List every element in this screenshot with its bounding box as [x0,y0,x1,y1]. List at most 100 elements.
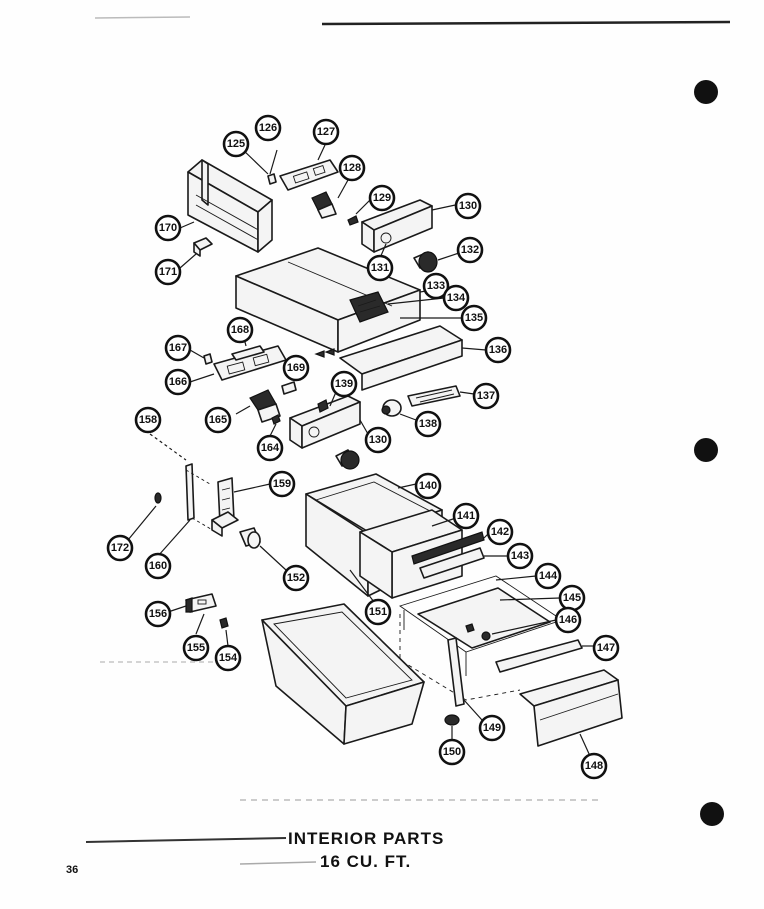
page-number: 36 [66,864,79,876]
callout-128: 128 [338,154,366,182]
callout-125: 125 [222,130,250,158]
callout-156: 156 [144,600,172,628]
callout-132: 132 [456,236,484,264]
scan-artifact [85,837,287,843]
callout-151: 151 [364,598,392,626]
cover-front-rail [324,325,487,391]
callout-130: 130 [454,192,482,220]
callout-label: 130 [459,200,477,212]
callout-label: 137 [477,390,495,402]
callout-label: 154 [219,652,238,664]
callout-label: 136 [489,344,507,356]
callout-164: 164 [256,434,284,462]
punch-hole [700,802,724,826]
callout-137: 137 [472,382,500,410]
callout-label: 156 [149,608,167,620]
callout-126: 126 [254,114,282,142]
callout-130-lower: 130 [364,426,392,454]
callout-171: 171 [154,258,182,286]
crisper-drawer-front [359,509,508,599]
callout-label: 129 [373,192,391,204]
callout-158: 158 [134,406,162,434]
callout-152: 152 [282,564,310,592]
punch-hole [694,438,718,462]
punch-hole [694,80,718,104]
callout-129: 129 [368,184,396,212]
callout-166: 166 [164,368,192,396]
callout-label: 149 [483,722,501,734]
callout-label: 167 [169,342,187,354]
callout-label: 168 [231,324,249,336]
callout-label: 131 [371,262,389,274]
scan-artifacts [94,16,731,826]
callout-131: 131 [366,254,394,282]
callout-label: 152 [287,572,305,584]
callout-140: 140 [414,472,442,500]
callout-label: 140 [419,480,437,492]
slide-clip-assembly [167,593,229,647]
callout-165: 165 [204,406,232,434]
callout-label: 169 [287,362,305,374]
callout-label: 126 [259,122,277,134]
slide-bracket-assembly [127,433,287,571]
page-subtitle: 16 CU. FT. [320,852,412,871]
control-bezel-upper [239,144,349,219]
crisper-cover-support [179,159,273,253]
clip-171 [179,237,213,269]
callout-label: 135 [465,312,483,324]
callout-label: 128 [343,162,361,174]
callout-143: 143 [506,542,534,570]
callout-label: 145 [563,592,581,604]
meat-keeper-bin [261,603,425,745]
control-housing-upper [347,199,463,273]
callout-172: 172 [106,534,134,562]
callout-139: 139 [330,370,358,398]
callout-127: 127 [312,118,340,146]
callout-label: 132 [461,244,479,256]
callout-142: 142 [486,518,514,546]
callout-label: 146 [559,614,577,626]
callout-149: 149 [478,714,506,742]
control-housing-lower [289,391,369,470]
callout-145: 145 [558,584,586,612]
callout-154: 154 [214,644,242,672]
callout-150: 150 [438,738,466,766]
callout-155: 155 [182,634,210,662]
callout-label: 125 [227,138,245,150]
callout-133: 133 [422,272,450,300]
drawer-front-panel [519,669,623,757]
callout-label: 151 [369,606,387,618]
callout-label: 150 [443,746,461,758]
callout-label: 130 [369,434,387,446]
callout-label: 148 [585,760,603,772]
support-post [444,637,483,740]
callout-label: 127 [317,126,335,138]
page-title: INTERIOR PARTS [288,829,445,848]
callout-label: 160 [149,560,167,572]
callout-label: 164 [261,442,280,454]
callout-159: 159 [268,470,296,498]
callout-label: 143 [511,550,529,562]
callout-160: 160 [144,552,172,580]
callout-label: 134 [447,292,466,304]
callout-135: 135 [460,304,488,332]
callout-label: 139 [335,378,353,390]
callout-label: 138 [419,418,437,430]
callout-label: 141 [457,510,475,522]
scan-artifact [239,861,317,865]
callout-label: 155 [187,642,205,654]
callout-label: 133 [427,280,445,292]
callout-147: 147 [592,634,620,662]
callout-169: 169 [282,354,310,382]
callout-label: 172 [111,542,129,554]
callout-label: 165 [209,414,227,426]
callout-144: 144 [534,562,562,590]
callout-label: 159 [273,478,291,490]
callout-148: 148 [580,752,608,780]
callout-167: 167 [164,334,192,362]
callout-label: 170 [159,222,177,234]
callout-label: 166 [169,376,187,388]
callout-label: 144 [539,570,558,582]
